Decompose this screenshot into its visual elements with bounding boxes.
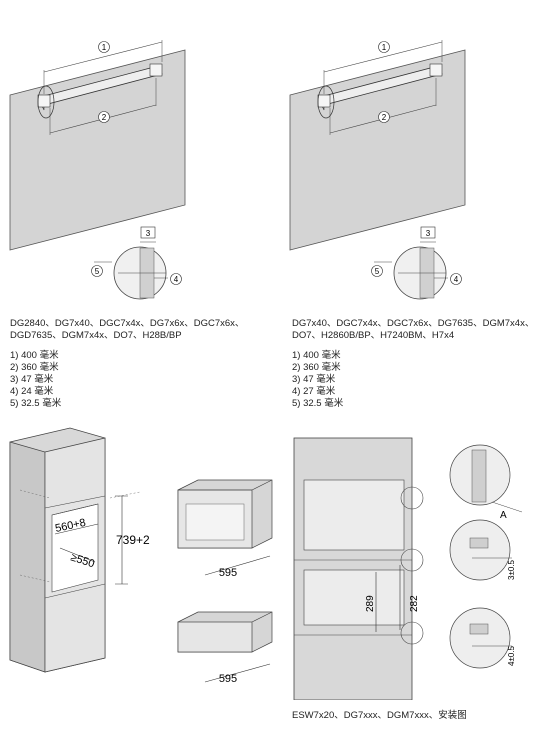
dimension-item: 2) 360 毫米 <box>10 362 59 373</box>
callout-2: 2 <box>102 113 107 122</box>
callout-5: 5 <box>95 267 100 276</box>
left-dimension-list: 1) 400 毫米 2) 360 毫米 3) 47 毫米 4) 24 毫米 5)… <box>10 350 61 410</box>
left-model-list: DG2840、DG7x40、DGC7x4x、DG7x6x、DGC7x6x、DGD… <box>10 318 245 341</box>
right-model-list: DG7x40、DGC7x4x、DGC7x6x、DG7635、DGM7x4x、DO… <box>292 318 535 341</box>
dimension-item: 3) 47 毫米 <box>292 374 336 385</box>
tolerance-top: 3±0.5 <box>507 559 516 580</box>
callout-1: 1 <box>382 43 387 52</box>
appliance-width-label: 595 <box>219 567 237 579</box>
dimension-item: 4) 24 毫米 <box>10 386 54 397</box>
tolerance-bottom: 4±0.5 <box>507 645 516 666</box>
callout-3: 3 <box>146 229 151 238</box>
handle-diagram-left: 1 2 3 5 4 <box>9 40 186 300</box>
dimension-item: 4) 27 毫米 <box>292 386 336 397</box>
callout-2: 2 <box>382 113 387 122</box>
cabinet-diagram: 560+8 ≥550 739+2 595 595 <box>9 427 273 685</box>
callout-4: 4 <box>454 275 459 284</box>
callout-1: 1 <box>102 43 107 52</box>
appliance-width-label: 595 <box>219 673 237 685</box>
dimension-item: 2) 360 毫米 <box>292 362 341 373</box>
installation-diagram: 289 282 A 3±0.5 4±0.5 <box>293 437 523 700</box>
dimension-item: 5) 32.5 毫米 <box>10 398 62 409</box>
callout-5: 5 <box>375 267 380 276</box>
right-dimension-list: 1) 400 毫米 2) 360 毫米 3) 47 毫米 4) 27 毫米 5)… <box>292 350 343 410</box>
dimension-item: 1) 400 毫米 <box>292 350 341 361</box>
callout-3: 3 <box>426 229 431 238</box>
dimension-item: 1) 400 毫米 <box>10 350 59 361</box>
installation-caption: ESW7x20、DG7xxx、DGM7xxx、安装图 <box>292 710 467 721</box>
dimension-289: 289 <box>365 595 376 612</box>
dimension-item: 5) 32.5 毫米 <box>292 398 344 409</box>
callout-4: 4 <box>174 275 179 284</box>
handle-diagram-right: 1 2 3 5 4 <box>289 40 466 300</box>
height-dimension-label: 739+2 <box>116 533 150 547</box>
detail-label-a: A <box>500 510 507 521</box>
dimension-282: 282 <box>409 595 420 612</box>
dimension-item: 3) 47 毫米 <box>10 374 54 385</box>
